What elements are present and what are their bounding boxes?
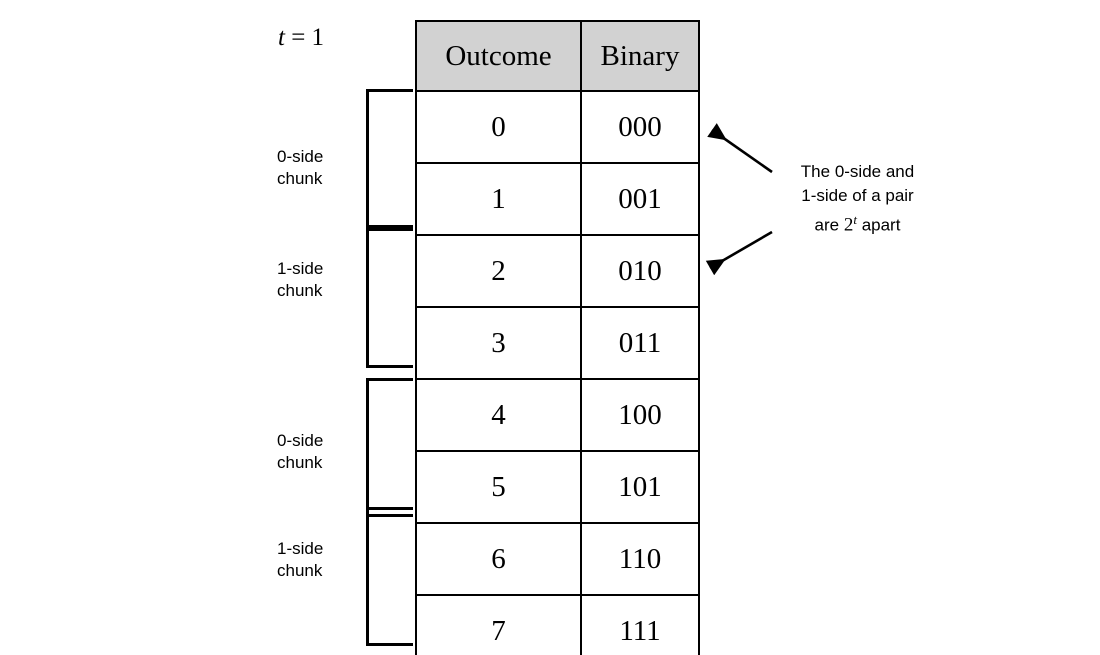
cell-outcome: 0 xyxy=(415,90,582,164)
chunk-label-3: 1-side chunk xyxy=(277,539,324,580)
column-header-binary: Binary xyxy=(580,20,700,92)
cell-binary: 010 xyxy=(580,234,700,308)
table-row: 4 100 xyxy=(415,378,700,452)
t-value: = 1 xyxy=(284,24,325,51)
table-row: 1 001 xyxy=(415,162,700,236)
table-header-row: Outcome Binary xyxy=(415,20,700,92)
outcome-table-container: Outcome Binary 0 000 1 001 2 010 3 xyxy=(415,20,700,655)
cell-outcome: 6 xyxy=(415,522,582,596)
table-row: 6 110 xyxy=(415,522,700,596)
arrow-to-row-0 xyxy=(707,123,773,174)
cell-binary: 011 xyxy=(580,306,700,380)
cell-binary: 100 xyxy=(580,378,700,452)
cell-outcome: 1 xyxy=(415,162,582,236)
chunk-bracket-2 xyxy=(366,378,413,517)
chunk-label-2: 0-side chunk xyxy=(277,431,324,472)
column-header-outcome: Outcome xyxy=(415,20,582,92)
cell-outcome: 2 xyxy=(415,234,582,308)
cell-outcome: 5 xyxy=(415,450,582,524)
table-row: 5 101 xyxy=(415,450,700,524)
cell-binary: 001 xyxy=(580,162,700,236)
outcome-binary-table: Outcome Binary 0 000 1 001 2 010 3 xyxy=(415,20,700,655)
arrow-to-row-2 xyxy=(705,230,773,276)
table-row: 0 000 xyxy=(415,90,700,164)
cell-outcome: 3 xyxy=(415,306,582,380)
cell-outcome: 7 xyxy=(415,594,582,655)
annotation-line-3-post: apart xyxy=(856,215,901,235)
chunk-bracket-3 xyxy=(366,507,413,646)
annotation-power-exponent: t xyxy=(853,212,857,227)
cell-binary: 101 xyxy=(580,450,700,524)
table-row: 7 111 xyxy=(415,594,700,655)
cell-binary: 000 xyxy=(580,90,700,164)
chunk-label-1: 1-side chunk xyxy=(277,259,324,300)
table-row: 2 010 xyxy=(415,234,700,308)
t-variable: t xyxy=(278,24,285,51)
chunk-bracket-1 xyxy=(366,228,413,368)
annotation-text: The 0-side and 1-side of a pair are 2t a… xyxy=(775,160,940,238)
t-parameter-label: t = 1 xyxy=(278,24,324,52)
chunk-bracket-0 xyxy=(366,89,413,228)
cell-binary: 111 xyxy=(580,594,700,655)
annotation-line-1: The 0-side and xyxy=(800,162,915,181)
annotation-line-3: are 2t apart xyxy=(775,208,940,238)
table-row: 3 011 xyxy=(415,306,700,380)
annotation-line-3-pre: are xyxy=(814,215,844,235)
cell-outcome: 4 xyxy=(415,378,582,452)
annotation-power-base: 2 xyxy=(843,214,854,236)
cell-binary: 110 xyxy=(580,522,700,596)
chunk-label-0: 0-side chunk xyxy=(277,147,324,188)
annotation-line-2: 1-side of a pair xyxy=(801,186,914,205)
